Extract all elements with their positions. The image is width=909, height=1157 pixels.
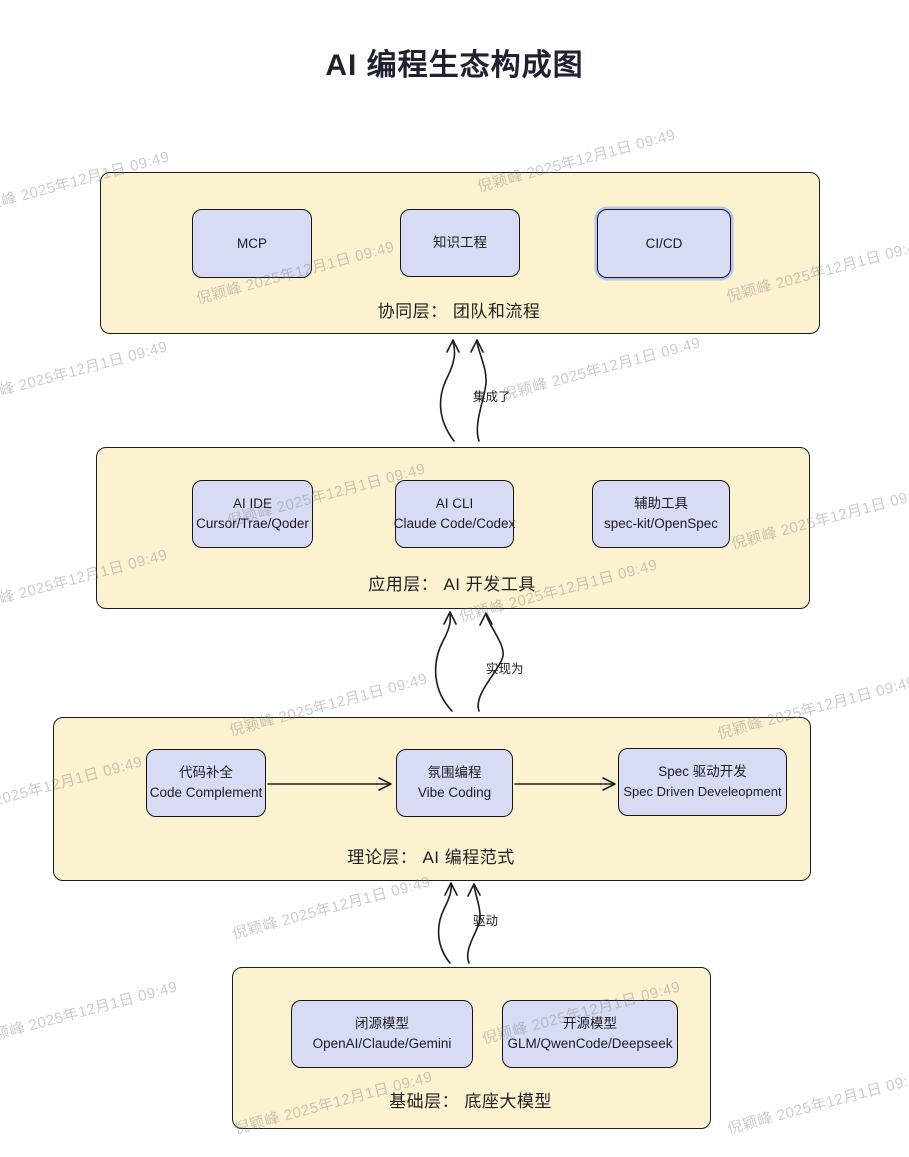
edge-label-integrates: 集成了 (473, 390, 511, 404)
node-closed-models-title: 闭源模型 (355, 1016, 409, 1031)
watermark-text: 倪颖峰 2025年12月1日 09:49 (0, 338, 170, 408)
node-cicd-label: CI/CD (645, 235, 683, 251)
watermark-text: 倪颖峰 2025年12月1日 09:49 (500, 334, 703, 404)
node-vibe-coding-subtitle: Vibe Coding (417, 785, 492, 800)
node-ai-cli-title: AI CLI (435, 496, 474, 511)
node-knowledge-engineering-label: 知识工程 (433, 235, 487, 250)
layer-collaboration-label: 协同层： 团队和流程 (377, 302, 541, 321)
node-ai-cli-subtitle: Claude Code/Codex (393, 516, 516, 531)
edge-label-drives: 驱动 (473, 914, 499, 928)
node-vibe-coding-title: 氛围编程 (427, 765, 482, 780)
node-ai-cli[interactable]: AI CLI Claude Code/Codex (393, 480, 516, 548)
node-spec-driven[interactable]: Spec 驱动开发 Spec Driven Develeopment (618, 748, 787, 816)
layer-application-label: 应用层： AI 开发工具 (368, 575, 536, 594)
node-spec-driven-subtitle: Spec Driven Develeopment (623, 784, 782, 799)
node-open-models-title: 开源模型 (563, 1016, 617, 1031)
node-open-models[interactable]: 开源模型 GLM/QwenCode/Deepseek (502, 1000, 678, 1068)
node-ai-ide[interactable]: AI IDE Cursor/Trae/Qoder (192, 480, 313, 548)
node-code-completion[interactable]: 代码补全 Code Complement (146, 749, 266, 817)
node-knowledge-engineering[interactable]: 知识工程 (400, 209, 520, 277)
node-spec-driven-title: Spec 驱动开发 (658, 764, 747, 779)
node-code-completion-title: 代码补全 (179, 765, 233, 780)
node-open-models-subtitle: GLM/QwenCode/Deepseek (507, 1036, 673, 1051)
watermark-text: 倪颖峰 2025年12月1日 09:49 (0, 978, 180, 1048)
node-closed-models[interactable]: 闭源模型 OpenAI/Claude/Gemini (291, 1000, 473, 1068)
node-code-completion-subtitle: Code Complement (149, 785, 263, 800)
node-closed-models-subtitle: OpenAI/Claude/Gemini (312, 1036, 452, 1051)
layer-foundation-label: 基础层： 底座大模型 (389, 1092, 552, 1111)
node-mcp[interactable]: MCP (192, 209, 312, 278)
edge-label-realizes: 实现为 (486, 662, 524, 676)
watermark-text: 倪颖峰 2025年12月1日 09:49 (230, 873, 433, 943)
layer-theory-label: 理论层： AI 编程范式 (347, 848, 515, 867)
node-ai-ide-subtitle: Cursor/Trae/Qoder (196, 516, 309, 531)
node-ai-ide-title: AI IDE (232, 496, 272, 511)
node-aux-tools-subtitle: spec-kit/OpenSpec (603, 516, 719, 531)
node-aux-tools[interactable]: 辅助工具 spec-kit/OpenSpec (592, 480, 730, 548)
watermark-text: 倪颖峰 2025年12月1日 09:49 (725, 1068, 909, 1138)
node-vibe-coding[interactable]: 氛围编程 Vibe Coding (396, 749, 513, 817)
node-aux-tools-title: 辅助工具 (634, 496, 688, 511)
node-cicd[interactable]: CI/CD (597, 209, 731, 278)
diagram-title: AI 编程生态构成图 (325, 49, 584, 82)
node-mcp-label: MCP (237, 235, 267, 251)
